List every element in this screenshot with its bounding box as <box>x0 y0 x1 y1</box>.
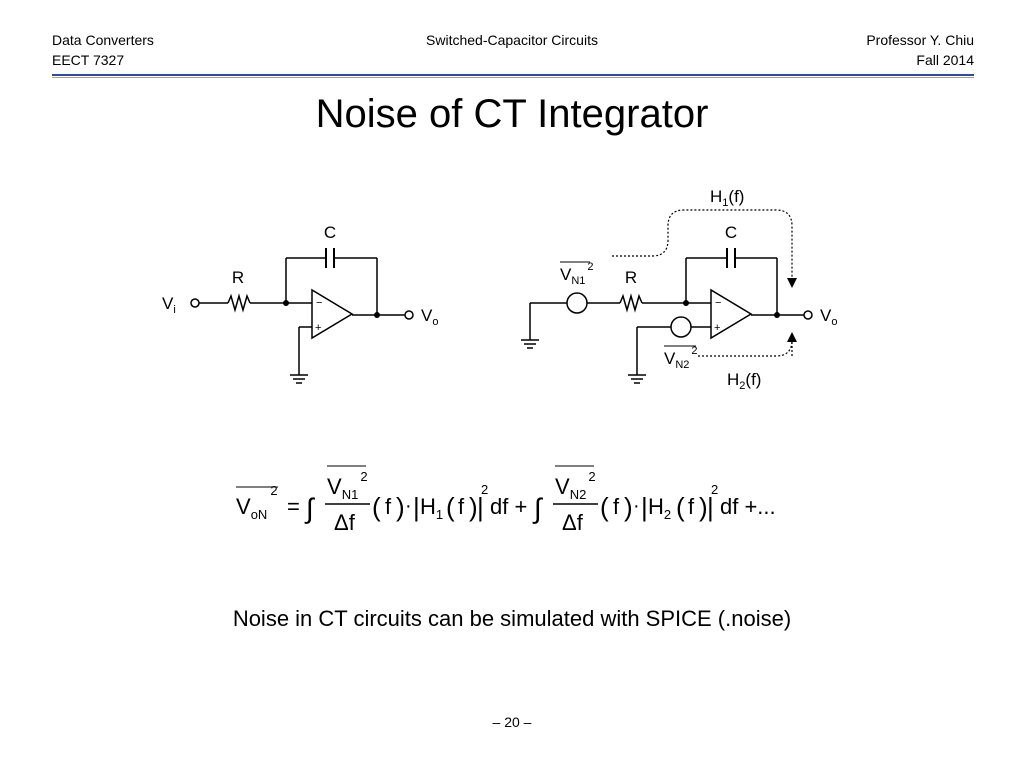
instructor-name: Professor Y. Chiu <box>866 32 974 48</box>
svg-text:f: f <box>688 494 695 519</box>
output-terminal-right <box>803 310 813 320</box>
svg-text:(: ( <box>372 492 381 522</box>
svg-text:|: | <box>477 492 484 522</box>
opamp-right <box>710 288 753 340</box>
formula-lhs: VoN2 <box>236 483 278 522</box>
svg-text:|: | <box>707 492 714 522</box>
h2-label: H2(f) <box>727 370 761 392</box>
df-plus-dots: df +... <box>720 494 776 519</box>
vn2-label: VN22 <box>664 345 698 371</box>
df-plus-1: df + <box>490 494 527 519</box>
svg-text:·: · <box>633 495 640 517</box>
left-input-label: Vi <box>162 294 176 316</box>
svg-text:): ) <box>624 492 633 522</box>
svg-text:f: f <box>458 494 465 519</box>
svg-text:): ) <box>396 492 405 522</box>
h1-label: H1(f) <box>710 187 744 209</box>
svg-text:): ) <box>469 492 478 522</box>
right-res-label: R <box>625 268 637 287</box>
right-opamp-minus: − <box>715 297 721 309</box>
left-res-label: R <box>232 268 244 287</box>
svg-text:(: ( <box>600 492 609 522</box>
page-number: – 20 – <box>492 714 532 730</box>
svg-text:·: · <box>405 495 412 517</box>
course-name: Data Converters <box>52 32 154 48</box>
h2-path-arrow <box>698 339 793 357</box>
svg-text:|: | <box>641 492 648 522</box>
svg-text:(: ( <box>446 492 455 522</box>
left-integrator-circuit <box>190 248 414 384</box>
circuit-diagrams: C R Vi Vo − + <box>162 187 837 392</box>
header-right: Professor Y. Chiu Fall 2014 <box>866 30 974 70</box>
fraction2-denominator: Δf <box>562 510 584 535</box>
integral-1: ∫ <box>304 493 316 524</box>
fraction2-numerator: VN22 <box>555 469 596 502</box>
noise-source-2 <box>670 316 692 338</box>
header-left: Data Converters EECT 7327 <box>52 30 154 70</box>
right-opamp-plus: + <box>714 322 720 334</box>
input-terminal <box>190 298 200 308</box>
svg-text:|: | <box>413 492 420 522</box>
svg-text:2: 2 <box>711 482 718 497</box>
term: Fall 2014 <box>916 52 974 68</box>
left-opamp-minus: − <box>316 297 322 309</box>
svg-text:): ) <box>699 492 708 522</box>
header-topic: Switched-Capacitor Circuits <box>426 32 598 48</box>
vn1-label: VN12 <box>560 261 594 287</box>
svg-text:(: ( <box>676 492 685 522</box>
course-code: EECT 7327 <box>52 52 125 68</box>
left-opamp-plus: + <box>315 322 321 334</box>
noise-formula: VoN2 = ∫ VN12 Δf ( f ) · | H1 ( f ) | 2 … <box>236 465 776 535</box>
right-output-label: Vo <box>820 306 837 328</box>
resistor-left <box>227 293 251 313</box>
noise-source-1 <box>566 292 588 314</box>
h1-path-arrow <box>612 209 793 280</box>
svg-text:f: f <box>385 494 392 519</box>
slide-title: Noise of CT Integrator <box>315 92 709 136</box>
left-cap-label: C <box>324 223 336 242</box>
formula-equals: = <box>287 494 300 519</box>
h2-term: H2 <box>648 494 671 522</box>
simulation-note: Noise in CT circuits can be simulated wi… <box>232 606 792 631</box>
left-output-label: Vo <box>421 306 438 328</box>
opamp-left <box>311 288 354 340</box>
right-integrator-circuit <box>521 209 813 384</box>
output-terminal-left <box>404 310 414 320</box>
header-rule-thin <box>52 77 974 78</box>
fraction1-denominator: Δf <box>334 510 356 535</box>
h1-term: H1 <box>420 494 443 522</box>
fraction1-numerator: VN12 <box>327 469 368 502</box>
header-rule <box>52 74 974 76</box>
right-cap-label: C <box>725 223 737 242</box>
integral-2: ∫ <box>532 493 544 524</box>
resistor-right <box>619 293 643 313</box>
svg-text:f: f <box>613 494 620 519</box>
svg-text:2: 2 <box>481 482 488 497</box>
